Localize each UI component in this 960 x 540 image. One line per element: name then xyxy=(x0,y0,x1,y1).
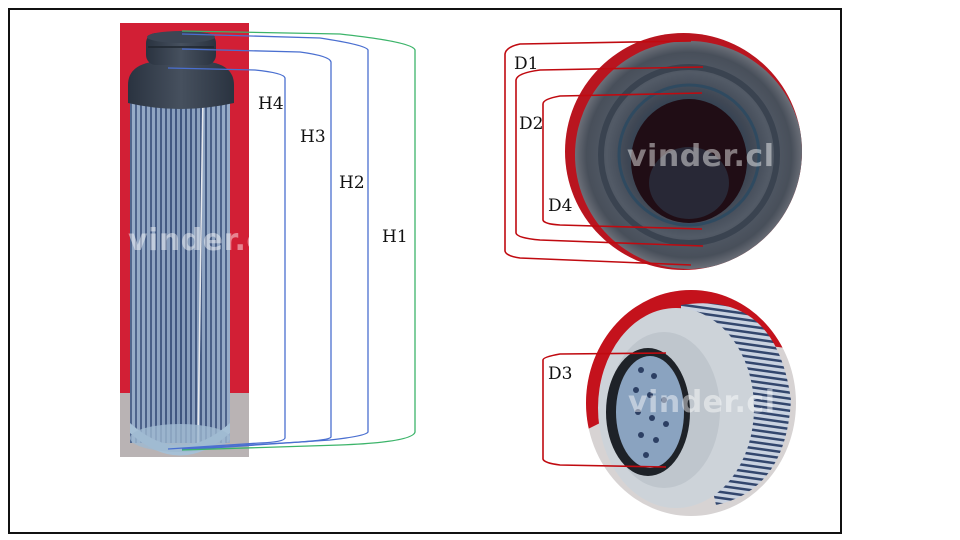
filter-bottom-view-illustration xyxy=(586,290,796,508)
diameter-line-d3 xyxy=(542,352,667,468)
label-h2: H2 xyxy=(339,173,365,193)
watermark-top-view: vinder.cl xyxy=(627,139,775,174)
label-d3: D3 xyxy=(548,364,573,384)
height-lines xyxy=(167,33,369,451)
height-line-h1 xyxy=(181,30,416,451)
filter-side-photo: vinder.cl xyxy=(120,23,249,457)
filter-bottom-view-photo: vinder.cl xyxy=(586,290,796,516)
label-d2: D2 xyxy=(519,114,544,134)
watermark-bottom-view: vinder.cl xyxy=(628,385,776,420)
filter-top-view-photo: vinder.cl xyxy=(565,33,802,270)
diameter-lines-top xyxy=(504,40,704,266)
label-d4: D4 xyxy=(548,196,573,216)
label-h1: H1 xyxy=(382,227,408,247)
watermark-side: vinder.cl xyxy=(128,223,249,258)
filter-top-view-illustration xyxy=(575,41,802,269)
label-d1: D1 xyxy=(514,54,539,74)
label-h4: H4 xyxy=(258,94,284,114)
label-h3: H3 xyxy=(300,127,326,147)
